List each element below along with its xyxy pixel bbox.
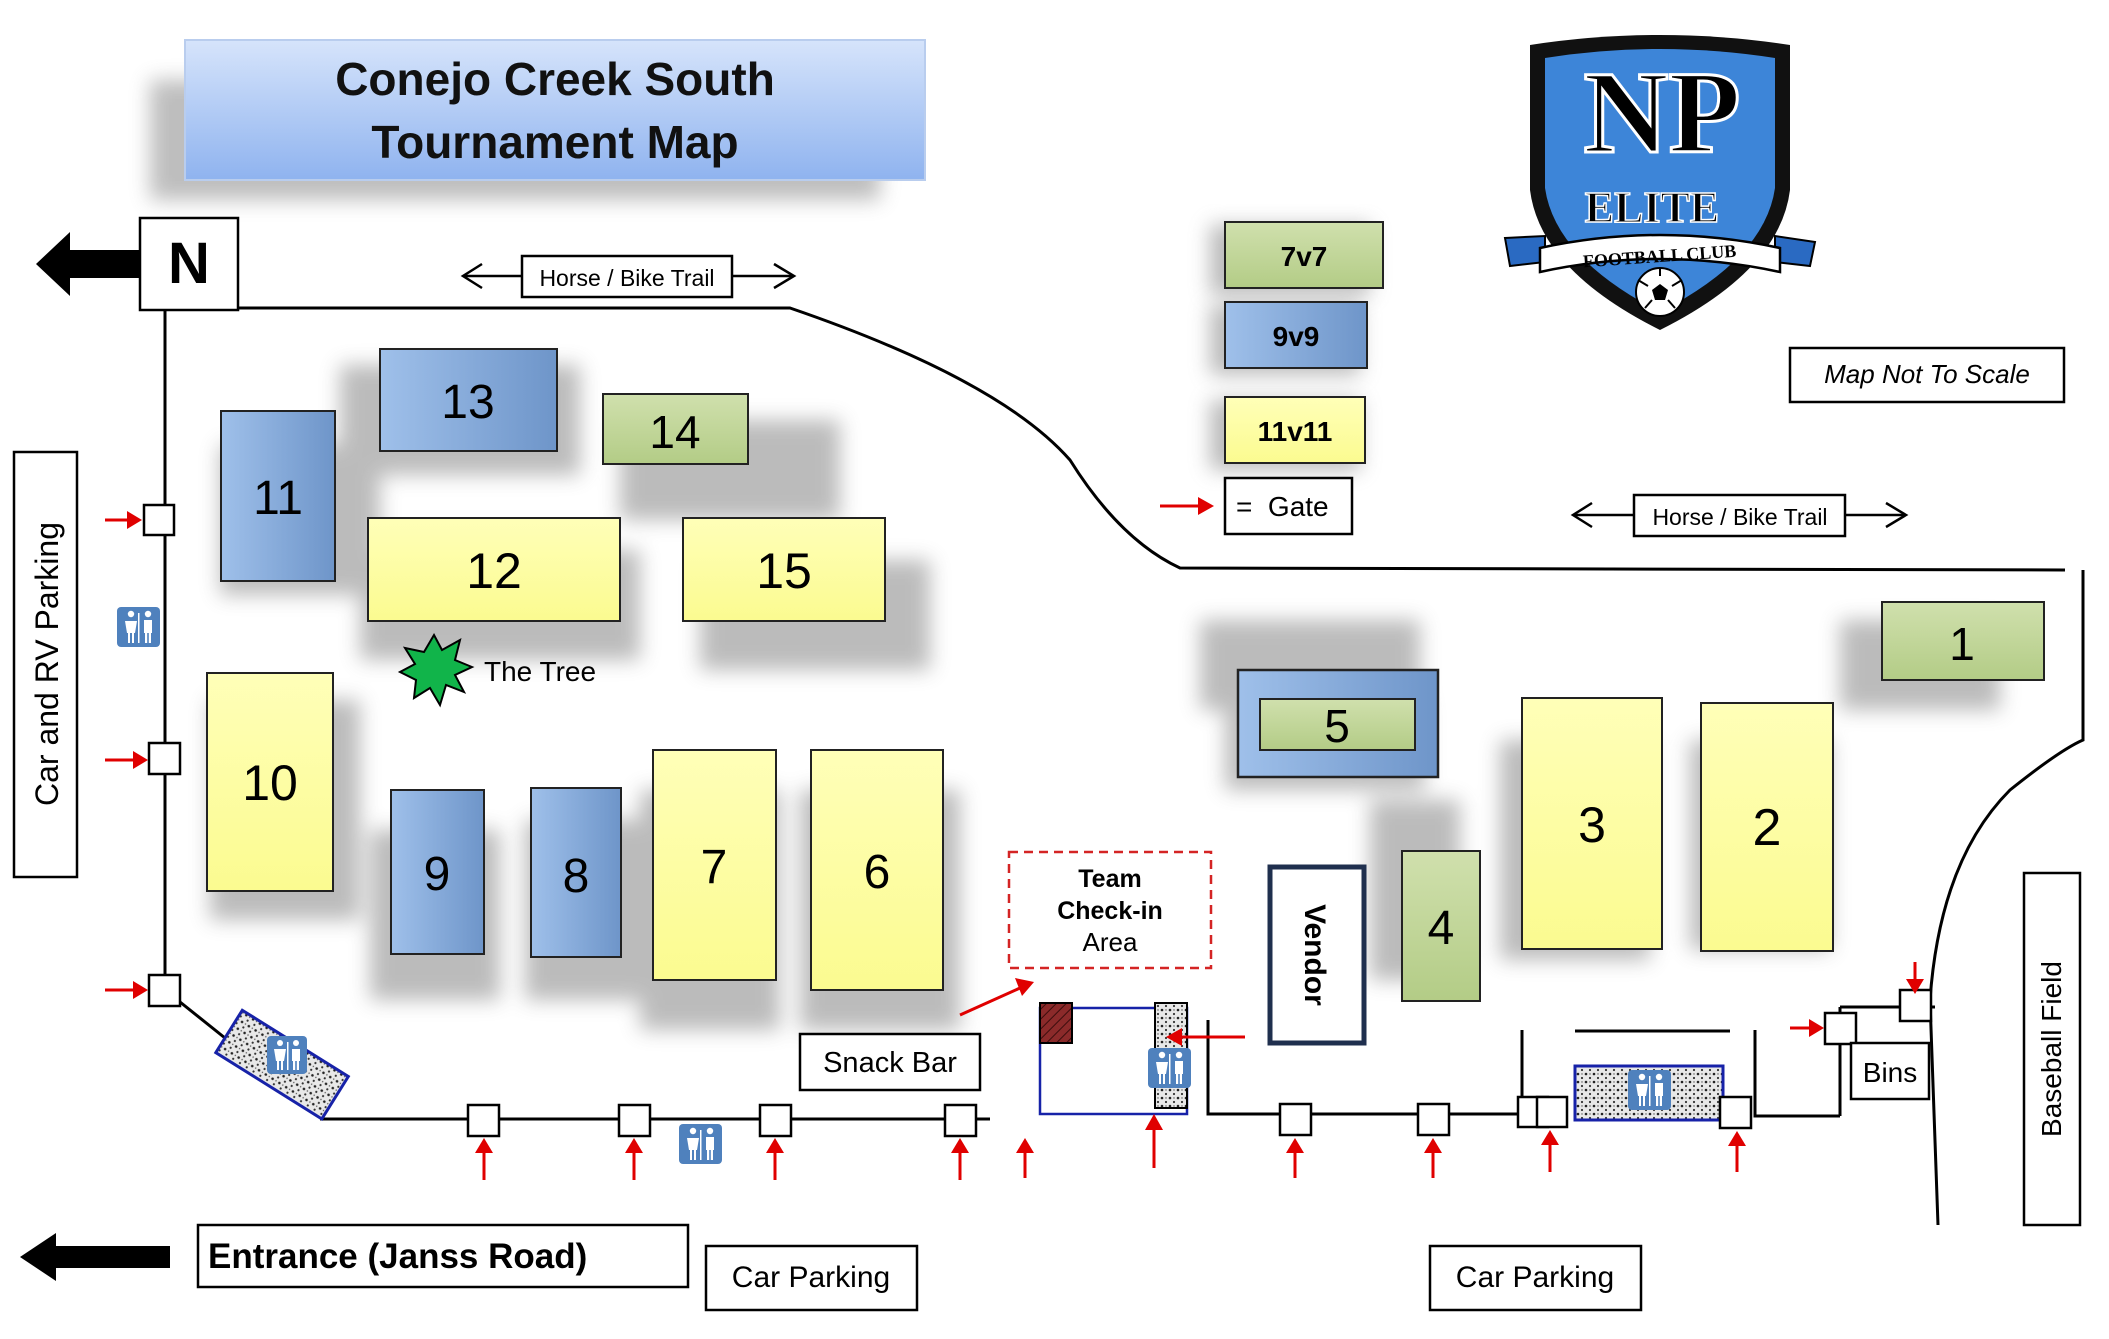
gate[interactable]: [1898, 988, 1933, 1023]
field-label: 13: [441, 376, 494, 429]
gate[interactable]: [1535, 1095, 1569, 1129]
gate[interactable]: [758, 1103, 793, 1138]
restroom-icon: [1148, 1048, 1191, 1088]
trail-north: Horse / Bike Trail: [460, 254, 797, 299]
field-1[interactable]: 1: [1881, 601, 2045, 681]
field-label: 4: [1428, 902, 1455, 955]
gate[interactable]: [466, 1103, 501, 1138]
gate[interactable]: [943, 1103, 978, 1138]
field-2[interactable]: 2: [1700, 702, 1834, 952]
field-label: 11: [253, 472, 303, 525]
legend-9v9: 9v9: [1273, 321, 1320, 352]
restroom-icon: [117, 607, 160, 647]
logo-name: ELITE: [1585, 183, 1720, 232]
field-label: 15: [756, 543, 812, 599]
field-15[interactable]: 15: [682, 517, 886, 622]
title-line-2: Tournament Map: [371, 116, 738, 168]
field-7[interactable]: 7: [652, 749, 777, 981]
field-12[interactable]: 12: [367, 517, 621, 622]
north-indicator: N: [36, 216, 240, 312]
hatched-structure: [1039, 1002, 1073, 1044]
legend-gate: = Gate: [1236, 491, 1329, 522]
field-label: 5: [1324, 700, 1350, 752]
gate[interactable]: [147, 973, 182, 1008]
field-label: 12: [466, 543, 522, 599]
legend-11v11: 11v11: [1258, 416, 1333, 447]
gate-arrows: [105, 511, 1924, 1180]
field-label: 1: [1949, 618, 1975, 670]
title-block: Conejo Creek South Tournament Map: [150, 39, 926, 200]
field-11[interactable]: 11: [220, 410, 336, 582]
field-5[interactable]: 5: [1236, 668, 1440, 779]
tree-icon: [397, 632, 475, 708]
gate[interactable]: [147, 741, 182, 776]
car-rv-parking-label: Car and RV Parking: [29, 522, 65, 806]
logo: NP ELITE FOOTBALL CLUB: [1503, 35, 1817, 330]
restroom-icon: [1628, 1070, 1671, 1110]
field-6[interactable]: 6: [810, 749, 944, 991]
gate[interactable]: [617, 1103, 652, 1138]
field-9[interactable]: 9: [390, 789, 485, 955]
car-parking-left: Car Parking: [732, 1261, 890, 1294]
gate[interactable]: [1718, 1095, 1753, 1130]
checkin-pointer-icon: [1015, 978, 1034, 996]
checkin-line-1: Team: [1078, 865, 1141, 893]
car-parking-right: Car Parking: [1456, 1261, 1614, 1294]
field-8[interactable]: 8: [530, 787, 622, 958]
gate[interactable]: [1416, 1102, 1451, 1137]
field-label: 8: [563, 850, 590, 903]
entrance-label: Entrance (Janss Road): [208, 1237, 587, 1276]
fields: 13 11 14 12 15 10 9 8: [206, 348, 2045, 1002]
team-checkin-area: Team Check-in Area: [1007, 850, 1213, 970]
the-tree: The Tree: [397, 632, 596, 708]
field-label: 14: [649, 406, 700, 458]
trail-north-label: Horse / Bike Trail: [539, 265, 714, 291]
field-3[interactable]: 3: [1521, 697, 1663, 950]
field-label: 6: [864, 846, 891, 899]
bins-label: Bins: [1863, 1057, 1917, 1088]
snack-bar-label: Snack Bar: [823, 1047, 957, 1079]
restroom-icon: [679, 1124, 722, 1164]
entrance-arrow-icon: [20, 1233, 170, 1281]
gate[interactable]: [142, 503, 176, 537]
north-arrow-icon: [36, 232, 145, 296]
gate-arrow-icon: [1198, 497, 1214, 515]
field-10[interactable]: 10: [206, 672, 334, 892]
field-4[interactable]: 4: [1401, 850, 1481, 1002]
gate[interactable]: [1278, 1102, 1313, 1137]
north-label: N: [168, 231, 210, 296]
field-label: 9: [424, 848, 451, 901]
field-label: 3: [1578, 797, 1606, 853]
field-13[interactable]: 13: [379, 348, 558, 452]
checkin-line-2: Check-in: [1057, 897, 1163, 925]
title-line-1: Conejo Creek South: [335, 53, 775, 105]
map-not-to-scale: Map Not To Scale: [1824, 359, 2030, 389]
trail-east-label: Horse / Bike Trail: [1652, 504, 1827, 530]
legend-7v7: 7v7: [1281, 241, 1328, 272]
baseball-field-label: Baseball Field: [2036, 961, 2067, 1137]
trail-east: Horse / Bike Trail: [1570, 493, 1909, 538]
restroom-icon: [267, 1036, 307, 1074]
field-label: 10: [242, 755, 298, 811]
logo-letters: NP: [1583, 47, 1740, 178]
tree-label: The Tree: [484, 656, 596, 687]
field-label: 2: [1753, 799, 1782, 857]
vendor-label: Vendor: [1298, 904, 1331, 1006]
field-label: 7: [701, 841, 728, 894]
gates: [142, 503, 1933, 1138]
gate[interactable]: [1823, 1011, 1858, 1046]
checkin-line-3: Area: [1083, 927, 1138, 957]
field-14[interactable]: 14: [602, 393, 749, 465]
legend: 7v7 9v9 11v11 = Gate: [1160, 221, 1384, 536]
